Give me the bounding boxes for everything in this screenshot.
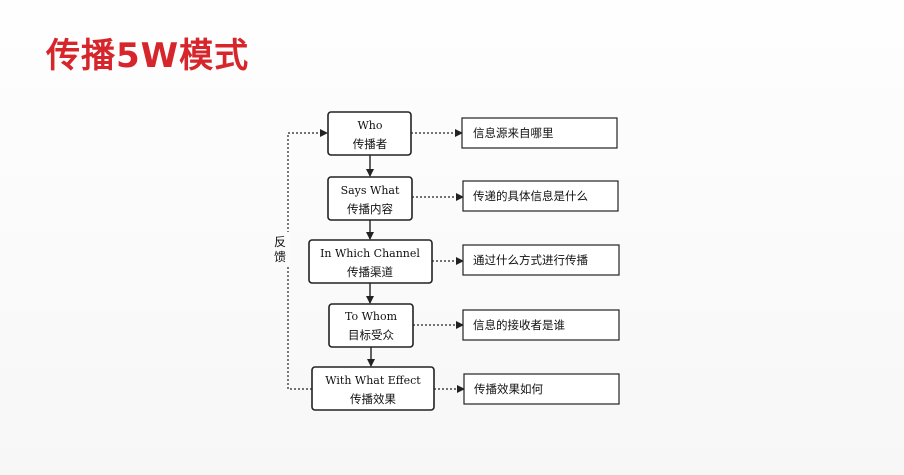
feedback-label-char-2: 馈 <box>274 250 286 264</box>
description-box <box>463 373 620 405</box>
step-who: Who 传播者 信息源来自哪里 <box>327 111 618 156</box>
description-text: 通过什么方式进行传播 <box>473 253 588 267</box>
step-to-whom: To Whom 目标受众 信息的接收者是谁 <box>328 303 620 348</box>
feedback-label-char-1: 反 <box>274 235 286 249</box>
step-in-which-channel: In Which Channel 传播渠道 通过什么方式进行传播 <box>308 239 620 284</box>
step-label-cn: 传播渠道 <box>347 265 393 279</box>
description-box <box>462 244 620 276</box>
description-box <box>462 309 620 341</box>
step-label-en: Who <box>357 119 382 132</box>
page-title: 传播5W模式 <box>46 36 250 76</box>
step-label-en: To Whom <box>345 310 398 323</box>
feedback-loop: 反 馈 <box>272 129 328 390</box>
description-text: 信息源来自哪里 <box>473 126 554 140</box>
step-with-what-effect: With What Effect 传播效果 传播效果如何 <box>311 366 620 411</box>
step-label-cn: 目标受众 <box>348 328 394 342</box>
step-label-en: With What Effect <box>325 374 421 387</box>
step-label-en: In Which Channel <box>320 247 420 260</box>
step-says-what: Says What 传播内容 传递的具体信息是什么 <box>327 176 619 221</box>
feedback-label-bg <box>272 232 290 266</box>
step-label-cn: 传播者 <box>353 137 388 151</box>
description-box <box>462 180 619 212</box>
step-label-cn: 传播内容 <box>347 202 393 216</box>
description-text: 传播效果如何 <box>474 382 543 396</box>
description-text: 信息的接收者是谁 <box>473 318 565 332</box>
step-label-cn: 传播效果 <box>350 392 396 406</box>
description-text: 传递的具体信息是什么 <box>473 189 588 203</box>
description-box <box>461 117 618 149</box>
step-label-en: Says What <box>341 184 400 197</box>
